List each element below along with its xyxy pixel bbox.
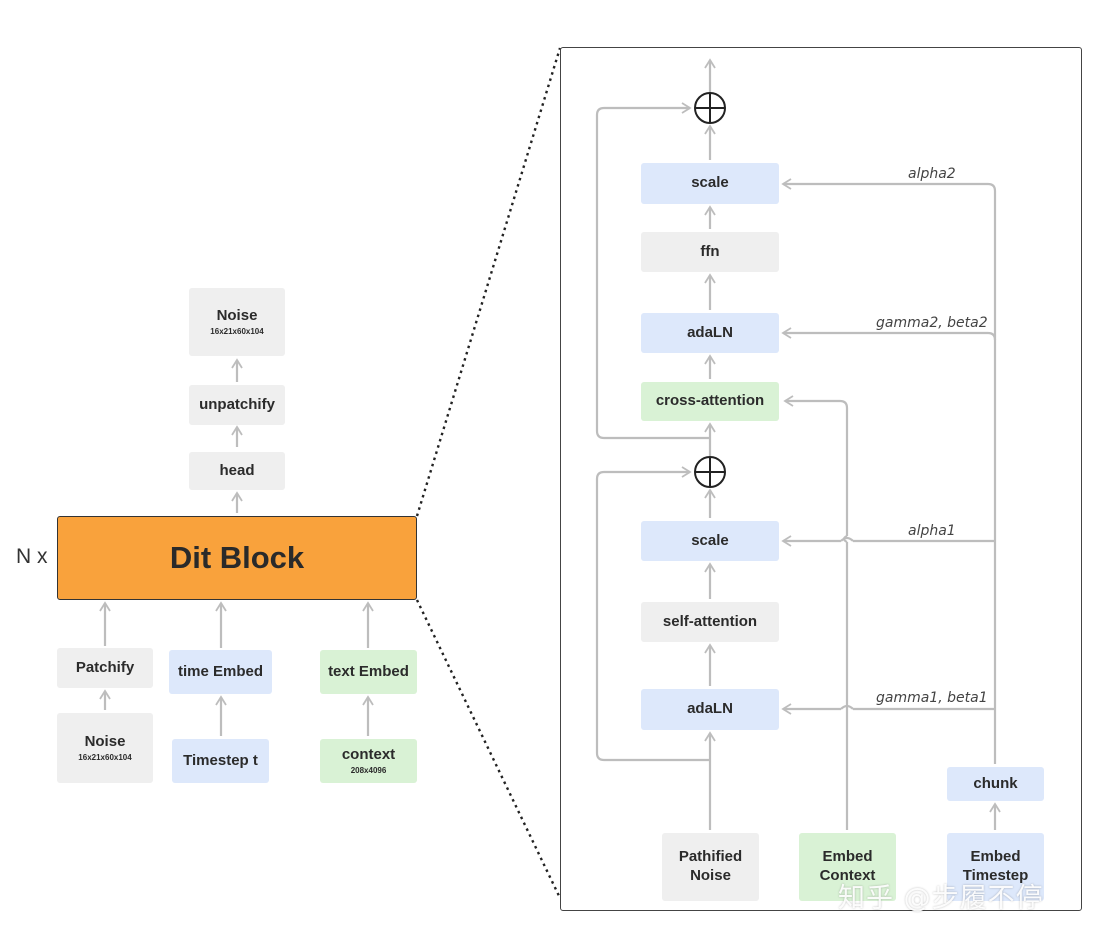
- head-box: head: [189, 452, 285, 490]
- context-box: context 208x4096: [320, 739, 417, 783]
- scale-top-label: scale: [691, 174, 729, 192]
- zoom-line-bottom: [415, 599, 562, 899]
- ffn-label: ffn: [700, 242, 720, 260]
- dit-block-detail-panel: [560, 47, 1082, 911]
- noise-input-shape: 16x21x60x104: [78, 753, 132, 763]
- noise-output-shape: 16x21x60x104: [210, 327, 264, 337]
- context-title: context: [341, 745, 396, 763]
- time-embed-box: time Embed: [169, 650, 272, 694]
- noise-output-title: Noise: [216, 306, 258, 324]
- embed-timestep-box: Embed Timestep: [947, 833, 1044, 901]
- noise-output-box: Noise 16x21x60x104: [189, 288, 285, 356]
- pathified-noise-label: Pathified Noise: [678, 848, 743, 884]
- adaln-top-label: adaLN: [687, 323, 733, 341]
- context-to-cross-attention: [785, 401, 849, 830]
- self-attention-label: self-attention: [662, 612, 758, 630]
- gamma1-hop: [840, 704, 854, 710]
- alpha1-hop: [840, 536, 854, 542]
- embed-context-label: Embed Context: [819, 848, 876, 884]
- dit-block-label: Dit Block: [169, 540, 305, 575]
- repeat-label: N x: [16, 545, 48, 568]
- residual-skip-top: [595, 102, 710, 440]
- scale-bottom-label: scale: [691, 531, 729, 549]
- text-embed-label: text Embed: [328, 662, 409, 680]
- patchify-box: Patchify: [57, 648, 153, 688]
- chunk-box: chunk: [947, 767, 1044, 801]
- ffn-box: ffn: [641, 232, 779, 272]
- plus-node-top: [694, 92, 726, 124]
- plus-node-bottom: [694, 456, 726, 488]
- unpatchify-label: unpatchify: [199, 395, 275, 413]
- dit-block: Dit Block: [57, 516, 417, 600]
- zoom-line-top: [415, 47, 562, 517]
- timestep-label: Timestep t: [183, 751, 258, 769]
- pathified-noise-box: Pathified Noise: [662, 833, 759, 901]
- cross-attention-label: cross-attention: [655, 392, 765, 410]
- chunk-to-gamma2: [987, 331, 997, 341]
- patchify-label: Patchify: [75, 658, 135, 676]
- cross-attention-box: cross-attention: [641, 382, 779, 421]
- timestep-box: Timestep t: [172, 739, 269, 783]
- chunk-to-alpha2: [781, 178, 997, 764]
- gamma1-beta1-label: gamma1, beta1: [876, 690, 988, 706]
- noise-input-box: Noise 16x21x60x104: [57, 713, 153, 783]
- alpha1-label: alpha1: [908, 523, 956, 539]
- noise-input-title: Noise: [84, 732, 126, 750]
- context-shape: 208x4096: [350, 766, 387, 776]
- text-embed-box: text Embed: [320, 650, 417, 694]
- adaln-top-box: adaLN: [641, 313, 779, 353]
- adaln-bottom-box: adaLN: [641, 689, 779, 730]
- scale-bottom-box: scale: [641, 521, 779, 561]
- alpha2-label: alpha2: [908, 166, 956, 182]
- self-attention-box: self-attention: [641, 602, 779, 642]
- chunk-label: chunk: [973, 774, 1018, 792]
- embed-timestep-label: Embed Timestep: [962, 848, 1029, 884]
- time-embed-label: time Embed: [177, 662, 264, 680]
- unpatchify-box: unpatchify: [189, 385, 285, 425]
- embed-context-box: Embed Context: [799, 833, 896, 901]
- gamma2-beta2-label: gamma2, beta2: [876, 315, 988, 331]
- residual-skip-bottom: [595, 466, 710, 762]
- scale-top-box: scale: [641, 163, 779, 204]
- head-label: head: [219, 461, 255, 479]
- watermark: 知乎 @步履不停: [838, 883, 1044, 914]
- adaln-bottom-label: adaLN: [687, 700, 733, 718]
